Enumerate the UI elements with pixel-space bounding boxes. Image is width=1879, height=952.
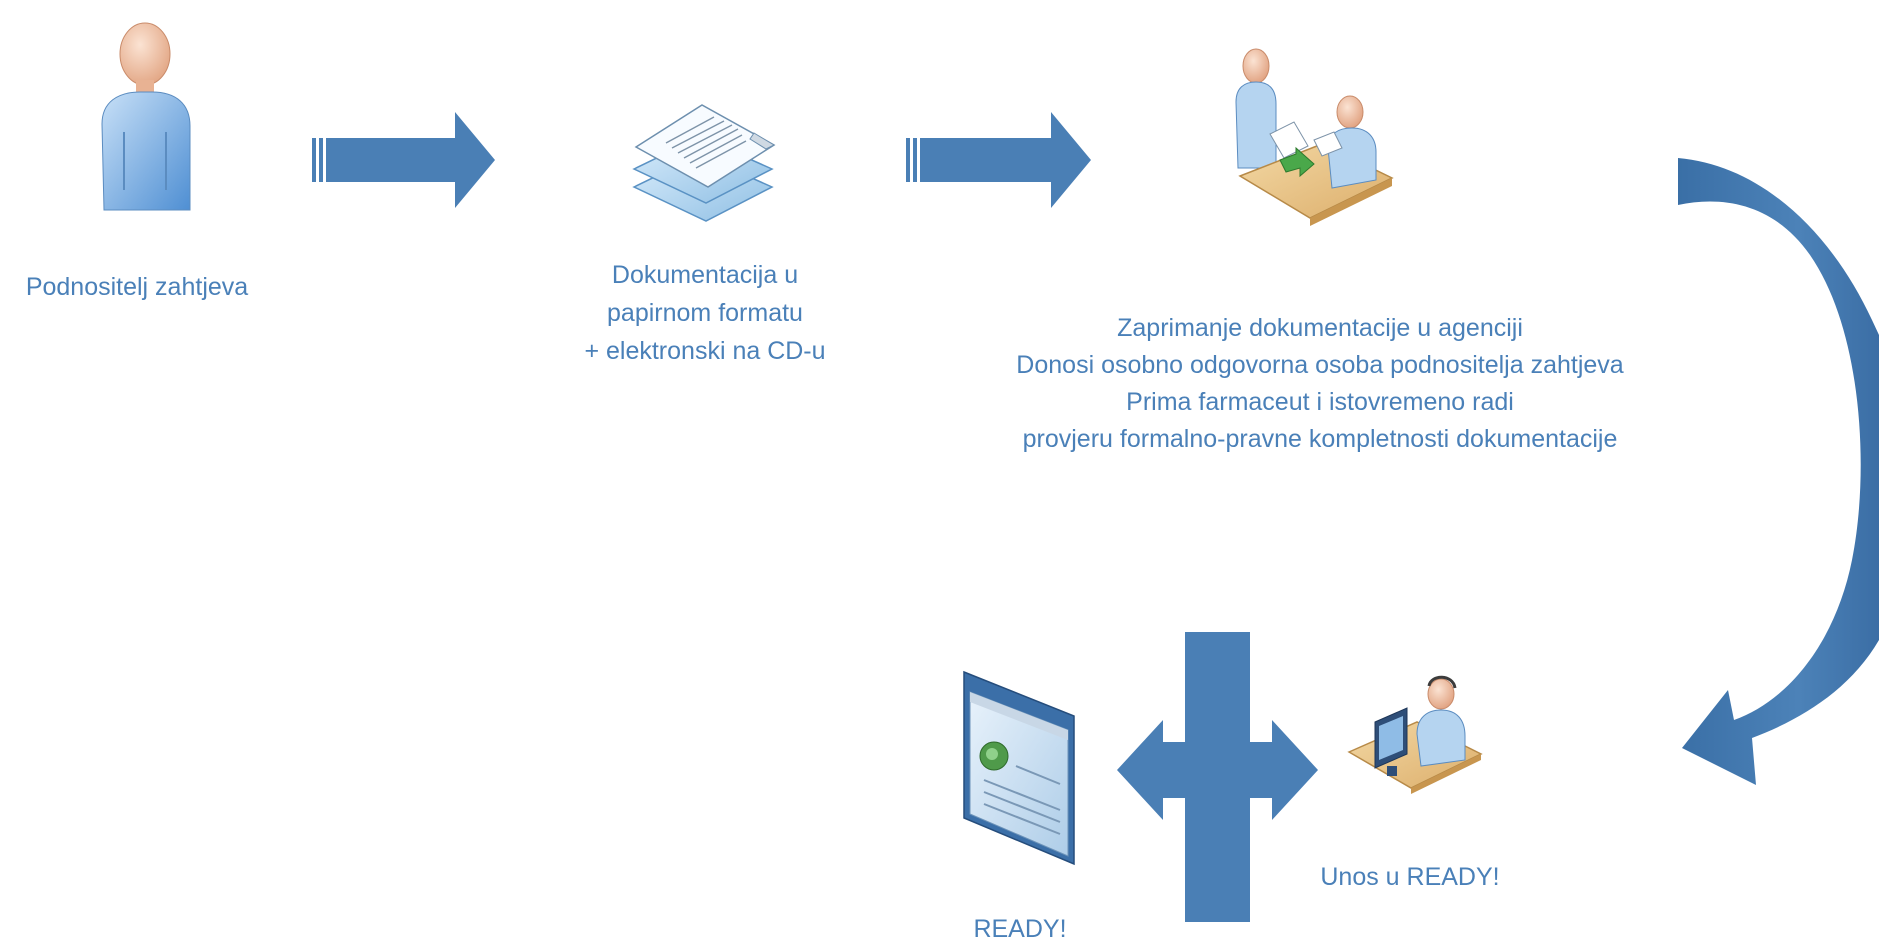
label-line: Zaprimanje dokumentacije u agenciji bbox=[1117, 314, 1523, 342]
arrow-reception-to-entry bbox=[1678, 158, 1879, 785]
node-label-documentation: Dokumentacija u papirnom formatu + elekt… bbox=[560, 256, 850, 370]
person-icon bbox=[90, 14, 200, 214]
node-label-ready: READY! bbox=[940, 910, 1100, 948]
label-line: Unos u READY! bbox=[1320, 863, 1500, 891]
label-line: READY! bbox=[973, 915, 1067, 943]
label-line: + elektronski na CD-u bbox=[584, 337, 826, 365]
arrow-applicant-to-documentation bbox=[312, 112, 495, 208]
document-handover-icon bbox=[1230, 48, 1400, 238]
arrow-documentation-to-reception bbox=[906, 112, 1091, 208]
arrow-entry-to-ready bbox=[1117, 632, 1318, 922]
label-line: Podnositelj zahtjeva bbox=[25, 273, 249, 301]
label-line: Dokumentacija u bbox=[611, 261, 799, 289]
label-line: Donosi osobno odgovorna osoba podnositel… bbox=[1016, 351, 1624, 379]
browser-window-icon bbox=[958, 668, 1080, 868]
node-label-reception: Zaprimanje dokumentacije u agenciji Dono… bbox=[940, 310, 1700, 458]
node-label-entry: Unos u READY! bbox=[1300, 858, 1520, 896]
label-line: papirnom formatu bbox=[607, 299, 803, 327]
document-stack-icon bbox=[628, 95, 778, 235]
label-line: provjeru formalno-pravne kompletnosti do… bbox=[1022, 425, 1618, 453]
node-label-applicant: Podnositelj zahtjeva bbox=[2, 268, 272, 306]
label-line: Prima farmaceut i istovremeno radi bbox=[1126, 388, 1514, 416]
operator-computer-icon bbox=[1345, 670, 1485, 800]
